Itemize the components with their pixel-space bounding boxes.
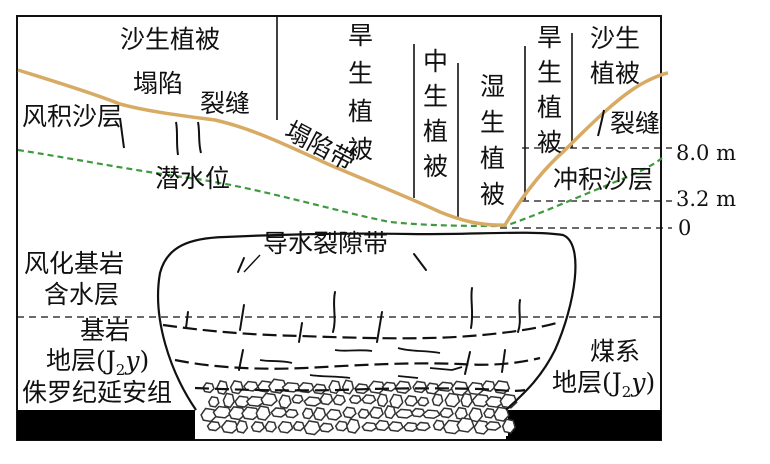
rubble-stone	[432, 419, 446, 432]
veg-desert-label: 沙生植被	[120, 25, 220, 54]
rubble-stone	[484, 420, 502, 431]
rubble-stone	[376, 393, 389, 408]
rubble-stone	[368, 406, 384, 420]
rubble-stone	[303, 396, 322, 407]
rubble-stone	[328, 379, 342, 395]
rubble-stone	[387, 421, 404, 432]
rubble-stone	[444, 392, 461, 408]
rubble-stone	[394, 380, 412, 394]
rubble-stone	[361, 421, 378, 432]
leader-lines	[243, 254, 261, 273]
rubble-stone	[383, 405, 397, 420]
crack-left-label: 裂缝	[200, 89, 250, 118]
rubble-stone	[200, 407, 218, 423]
rubble-stone	[264, 420, 278, 433]
rubble-stone	[361, 394, 377, 405]
coal-strata-line2: 地层(J2y)	[552, 368, 655, 401]
rubble-stone	[460, 392, 473, 408]
fracture-zone-label: 导水裂隙带	[263, 229, 388, 258]
bedrock-line1: 基岩	[80, 316, 130, 345]
rubble-stone	[229, 380, 244, 395]
goaf-rubble	[200, 378, 518, 436]
rubble-stone	[207, 395, 220, 408]
rubble-stone	[341, 379, 355, 395]
rubble-stone	[235, 419, 249, 434]
rubble-stone	[483, 407, 496, 419]
rubble-stone	[206, 420, 222, 432]
rubble-stone	[255, 405, 271, 421]
veg-wet-label: 湿生植被	[480, 72, 505, 209]
rubble-stone	[270, 407, 288, 418]
short-fissures	[259, 347, 463, 379]
rubble-stone	[501, 418, 516, 434]
veg-desert-right-line2: 植被	[590, 59, 640, 88]
rubble-stone	[394, 408, 415, 419]
collapse-label: 塌陷	[133, 69, 183, 98]
weathered-bedrock-line1: 风化基岩	[24, 249, 124, 278]
rubble-stone	[412, 380, 428, 394]
rubble-stone	[374, 419, 391, 432]
rubble-stone	[284, 408, 299, 419]
rubble-stone	[415, 421, 431, 432]
rubble-stone	[431, 393, 444, 407]
rubble-stone	[417, 396, 430, 407]
rubble-stone	[456, 417, 475, 433]
weathered-bedrock-line2: 含水层	[44, 280, 119, 309]
veg-mid-label: 中生植被	[423, 47, 448, 181]
rubble-stone	[421, 409, 441, 420]
rubble-stone	[277, 420, 294, 434]
rubble-stone	[357, 408, 370, 419]
rubble-stone	[342, 406, 357, 419]
rubble-stone	[216, 380, 229, 396]
rubble-stone	[493, 406, 510, 422]
rubble-stone	[250, 421, 266, 433]
rubble-stone	[312, 406, 327, 422]
aeolian-sand-label: 风积沙层	[22, 102, 122, 131]
alluvial-sand-label: 冲积沙层	[553, 165, 653, 194]
water-level-label: 潜水位	[155, 164, 230, 193]
rubble-stone	[334, 420, 349, 432]
coal-strata-line1: 煤系	[590, 337, 640, 366]
interior-fractures	[185, 253, 521, 375]
depth-label-8m: 8.0 m	[676, 141, 736, 165]
crack-right-label: 裂缝	[610, 109, 660, 138]
rubble-stone	[291, 394, 304, 404]
surface-cracks	[119, 109, 605, 156]
veg-desert-right-line1: 沙生	[590, 24, 640, 53]
jurassic-label: 侏罗纪延安组	[22, 378, 172, 407]
rubble-stone	[439, 407, 454, 419]
depth-label-3m: 3.2 m	[676, 187, 736, 211]
depth-lines	[17, 147, 672, 318]
rubble-stone	[348, 394, 362, 405]
bedding-lines	[162, 320, 561, 392]
veg-arid-left-label: 旱生植被	[348, 21, 373, 164]
vegetation-dividers	[276, 17, 573, 218]
rubble-stone	[345, 418, 361, 434]
rubble-stone	[319, 392, 334, 406]
rubble-stone	[292, 420, 306, 432]
rubble-stone	[278, 394, 292, 409]
rubble-stone	[260, 392, 278, 407]
rubble-stone	[318, 422, 335, 433]
depth-label-0: 0	[678, 216, 691, 240]
fracture-zone-outline	[156, 231, 577, 411]
rubble-stone	[332, 394, 346, 406]
rubble-stone	[311, 383, 328, 395]
coal-seam-right	[506, 410, 661, 440]
ground-surface-line	[17, 68, 669, 227]
veg-arid-right-label: 旱生植被	[537, 23, 562, 157]
rubble-stone	[404, 395, 419, 407]
bedrock-line2: 地层(J2y)	[46, 346, 149, 379]
rubble-stone	[454, 406, 468, 421]
rubble-stone	[325, 408, 343, 421]
coal-seam-left	[17, 410, 195, 440]
water-table-line	[17, 148, 663, 228]
rubble-stone	[301, 407, 314, 420]
rubble-stone	[222, 392, 235, 409]
rubble-stone	[410, 407, 426, 418]
